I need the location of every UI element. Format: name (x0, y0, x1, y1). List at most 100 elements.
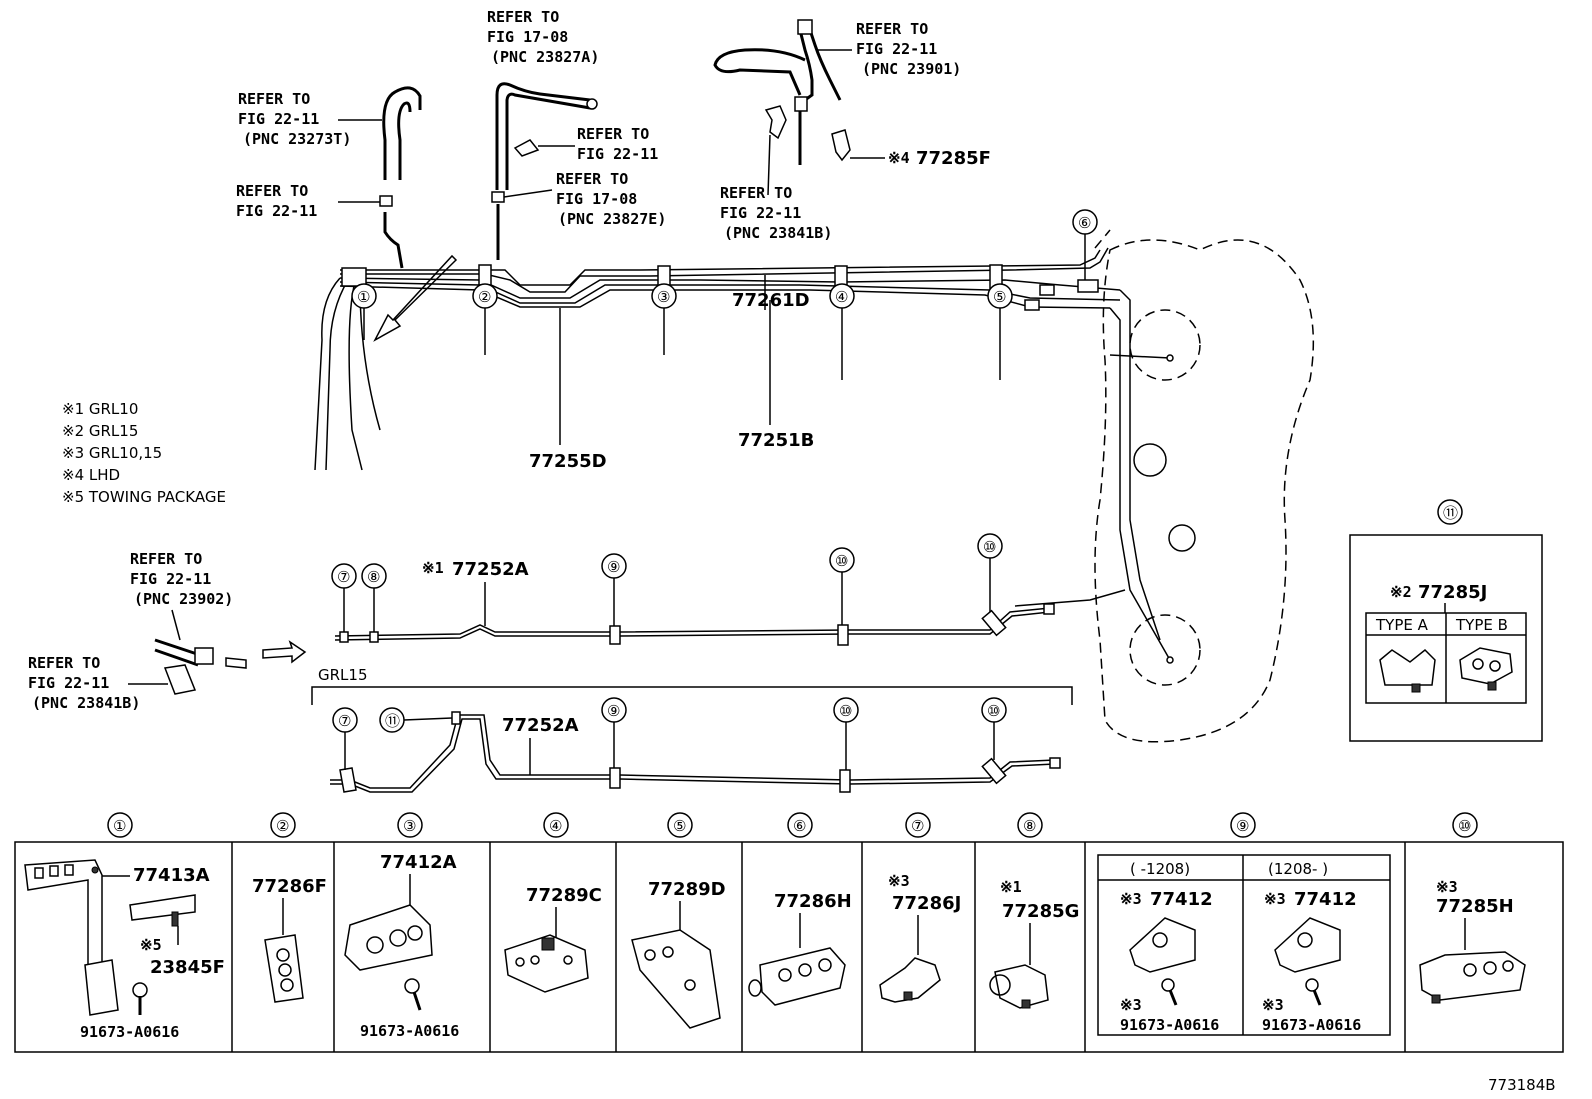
mark-1-c8: ※1 (1000, 878, 1022, 896)
ref1-line2: FIG 22-11 (238, 110, 319, 128)
ref9-line3: (PNC 23841B) (32, 694, 140, 712)
part-77285J: 77285J (1418, 582, 1487, 603)
note-2: ※2 GRL15 (62, 422, 138, 440)
ref6-line1: REFER TO (856, 20, 928, 38)
part-77412-a: 77412 (1150, 889, 1213, 910)
callout-5: ⑤ (993, 288, 1006, 306)
callout-8: ⑧ (367, 568, 380, 586)
part-77286J: 77286J (892, 893, 961, 914)
part-77289D: 77289D (648, 879, 726, 900)
part-77261D: 77261D (732, 290, 810, 311)
ref3-line3: (PNC 23827A) (491, 48, 599, 66)
ref9-line1: REFER TO (28, 654, 100, 672)
ref1-line1: REFER TO (238, 90, 310, 108)
callout-7b: ⑦ (338, 712, 351, 730)
callout-11b: ⑪ (1443, 504, 1458, 522)
part-77252A-2: 77252A (502, 715, 579, 736)
ref7-line2: FIG 22-11 (720, 204, 801, 222)
ref8-line1: REFER TO (130, 550, 202, 568)
c9-header-1: ( -1208) (1130, 860, 1190, 878)
notes-list: ※1 GRL10 ※2 GRL15 ※3 GRL10,15 ※4 LHD ※5 … (62, 400, 226, 506)
direction-arrow (373, 254, 458, 342)
note-1: ※1 GRL10 (62, 400, 138, 418)
c9-bolt-mark-a: ※3 (1120, 996, 1142, 1014)
callout-10d: ⑩ (987, 702, 1000, 720)
ref4-line2: FIG 22-11 (577, 145, 658, 163)
ref7-line1: REFER TO (720, 184, 792, 202)
callout-6: ⑥ (1078, 214, 1091, 232)
part-23845F: 23845F (150, 957, 225, 978)
part-77412-b: 77412 (1294, 889, 1357, 910)
ref8-line3: (PNC 23902) (134, 590, 233, 608)
part-77413A: 77413A (133, 865, 210, 886)
ref8-line2: FIG 22-11 (130, 570, 211, 588)
vehicle-outline (1094, 239, 1315, 743)
table-callout-8: ⑧ (1023, 817, 1036, 835)
part-77289C: 77289C (526, 885, 602, 906)
ref2-line2: FIG 22-11 (236, 202, 317, 220)
part-77286H: 77286H (774, 891, 852, 912)
callout-10c: ⑩ (839, 702, 852, 720)
table-callout-9: ⑨ (1236, 817, 1249, 835)
note-4: ※4 LHD (62, 466, 120, 484)
bolt-c3: 91673-A0616 (360, 1022, 459, 1040)
callout-10a: ⑩ (835, 552, 848, 570)
ref2-line1: REFER TO (236, 182, 308, 200)
upper-callouts: ① ② ③ ④ ⑤ ⑥ (351, 209, 1098, 380)
grl15-label: GRL15 (318, 666, 368, 684)
grl15-line: GRL15 ⑦ ⑪ 77252A ⑨ ⑩ ⑩ (311, 666, 1073, 793)
type-b-label: TYPE B (1455, 616, 1508, 634)
part-77255D: 77255D (529, 451, 607, 472)
note-3: ※3 GRL10,15 (62, 444, 162, 462)
table-callout-3: ③ (403, 817, 416, 835)
mark-4: ※4 (888, 149, 910, 167)
c9-mark-b: ※3 (1264, 890, 1286, 908)
table-callout-10: ⑩ (1458, 817, 1471, 835)
ref3-line2: FIG 17-08 (487, 28, 568, 46)
table-callout-1: ① (113, 817, 126, 835)
callout-1a: ① (357, 288, 370, 306)
hose-23273T (382, 86, 422, 180)
part-77285G: 77285G (1002, 901, 1079, 922)
hose-23827A (495, 82, 591, 190)
mark-5: ※5 (140, 936, 162, 954)
callout-10b: ⑩ (983, 538, 996, 556)
table-callout-7: ⑦ (911, 817, 924, 835)
ref4-line1: REFER TO (577, 125, 649, 143)
c9-bolt-a: 91673-A0616 (1120, 1016, 1219, 1034)
table-callout-2: ② (276, 817, 289, 835)
part-77286F: 77286F (252, 876, 327, 897)
callout-3: ③ (657, 288, 670, 306)
callout-9b: ⑨ (607, 702, 620, 720)
ref5-line2: FIG 17-08 (556, 190, 637, 208)
reference-group-4: REFER TO FIG 22-11 (PNC 23902) REFER TO … (28, 550, 307, 712)
bolt-c1: 91673-A0616 (80, 1023, 179, 1041)
reference-group-3: REFER TO FIG 22-11 (PNC 23901) ※4 77285F… (713, 19, 991, 242)
callout-7a: ⑦ (337, 568, 350, 586)
ref9-line2: FIG 22-11 (28, 674, 109, 692)
ref6-line2: FIG 22-11 (856, 40, 937, 58)
table-callout-6: ⑥ (793, 817, 806, 835)
c9-mark-a: ※3 (1120, 890, 1142, 908)
c9-bolt-mark-b: ※3 (1262, 996, 1284, 1014)
callout-4: ④ (835, 288, 848, 306)
note-5: ※5 TOWING PACKAGE (62, 488, 226, 506)
table-callout-5: ⑤ (673, 817, 686, 835)
c9-header-2: (1208- ) (1268, 860, 1328, 878)
ref7-line3: (PNC 23841B) (724, 224, 832, 242)
mark-1-main: ※1 (422, 559, 444, 577)
parts-table: ① ② ③ ④ ⑤ ⑥ ⑦ ⑧ ⑨ ⑩ 77413A ※5 23845F 916… (14, 812, 1564, 1053)
callout-9a: ⑨ (607, 558, 620, 576)
reference-group-1: REFER TO FIG 22-11 (PNC 23273T) REFER TO… (236, 86, 422, 269)
box11-mark: ※2 (1390, 583, 1412, 601)
ref1-line3: (PNC 23273T) (243, 130, 351, 148)
ref3-line1: REFER TO (487, 8, 559, 26)
detail-box-11: ⑪ ※2 77285J TYPE A TYPE B (1349, 499, 1543, 742)
part-77285H: 77285H (1436, 896, 1514, 917)
part-77412A: 77412A (380, 852, 457, 873)
ref5-line1: REFER TO (556, 170, 628, 188)
mark-3-c7: ※3 (888, 872, 910, 890)
middle-line: ⑦ ⑧ ※1 77252A ⑨ ⑩ ⑩ (331, 533, 1055, 646)
callout-2: ② (478, 288, 491, 306)
ref5-line3: (PNC 23827E) (558, 210, 666, 228)
